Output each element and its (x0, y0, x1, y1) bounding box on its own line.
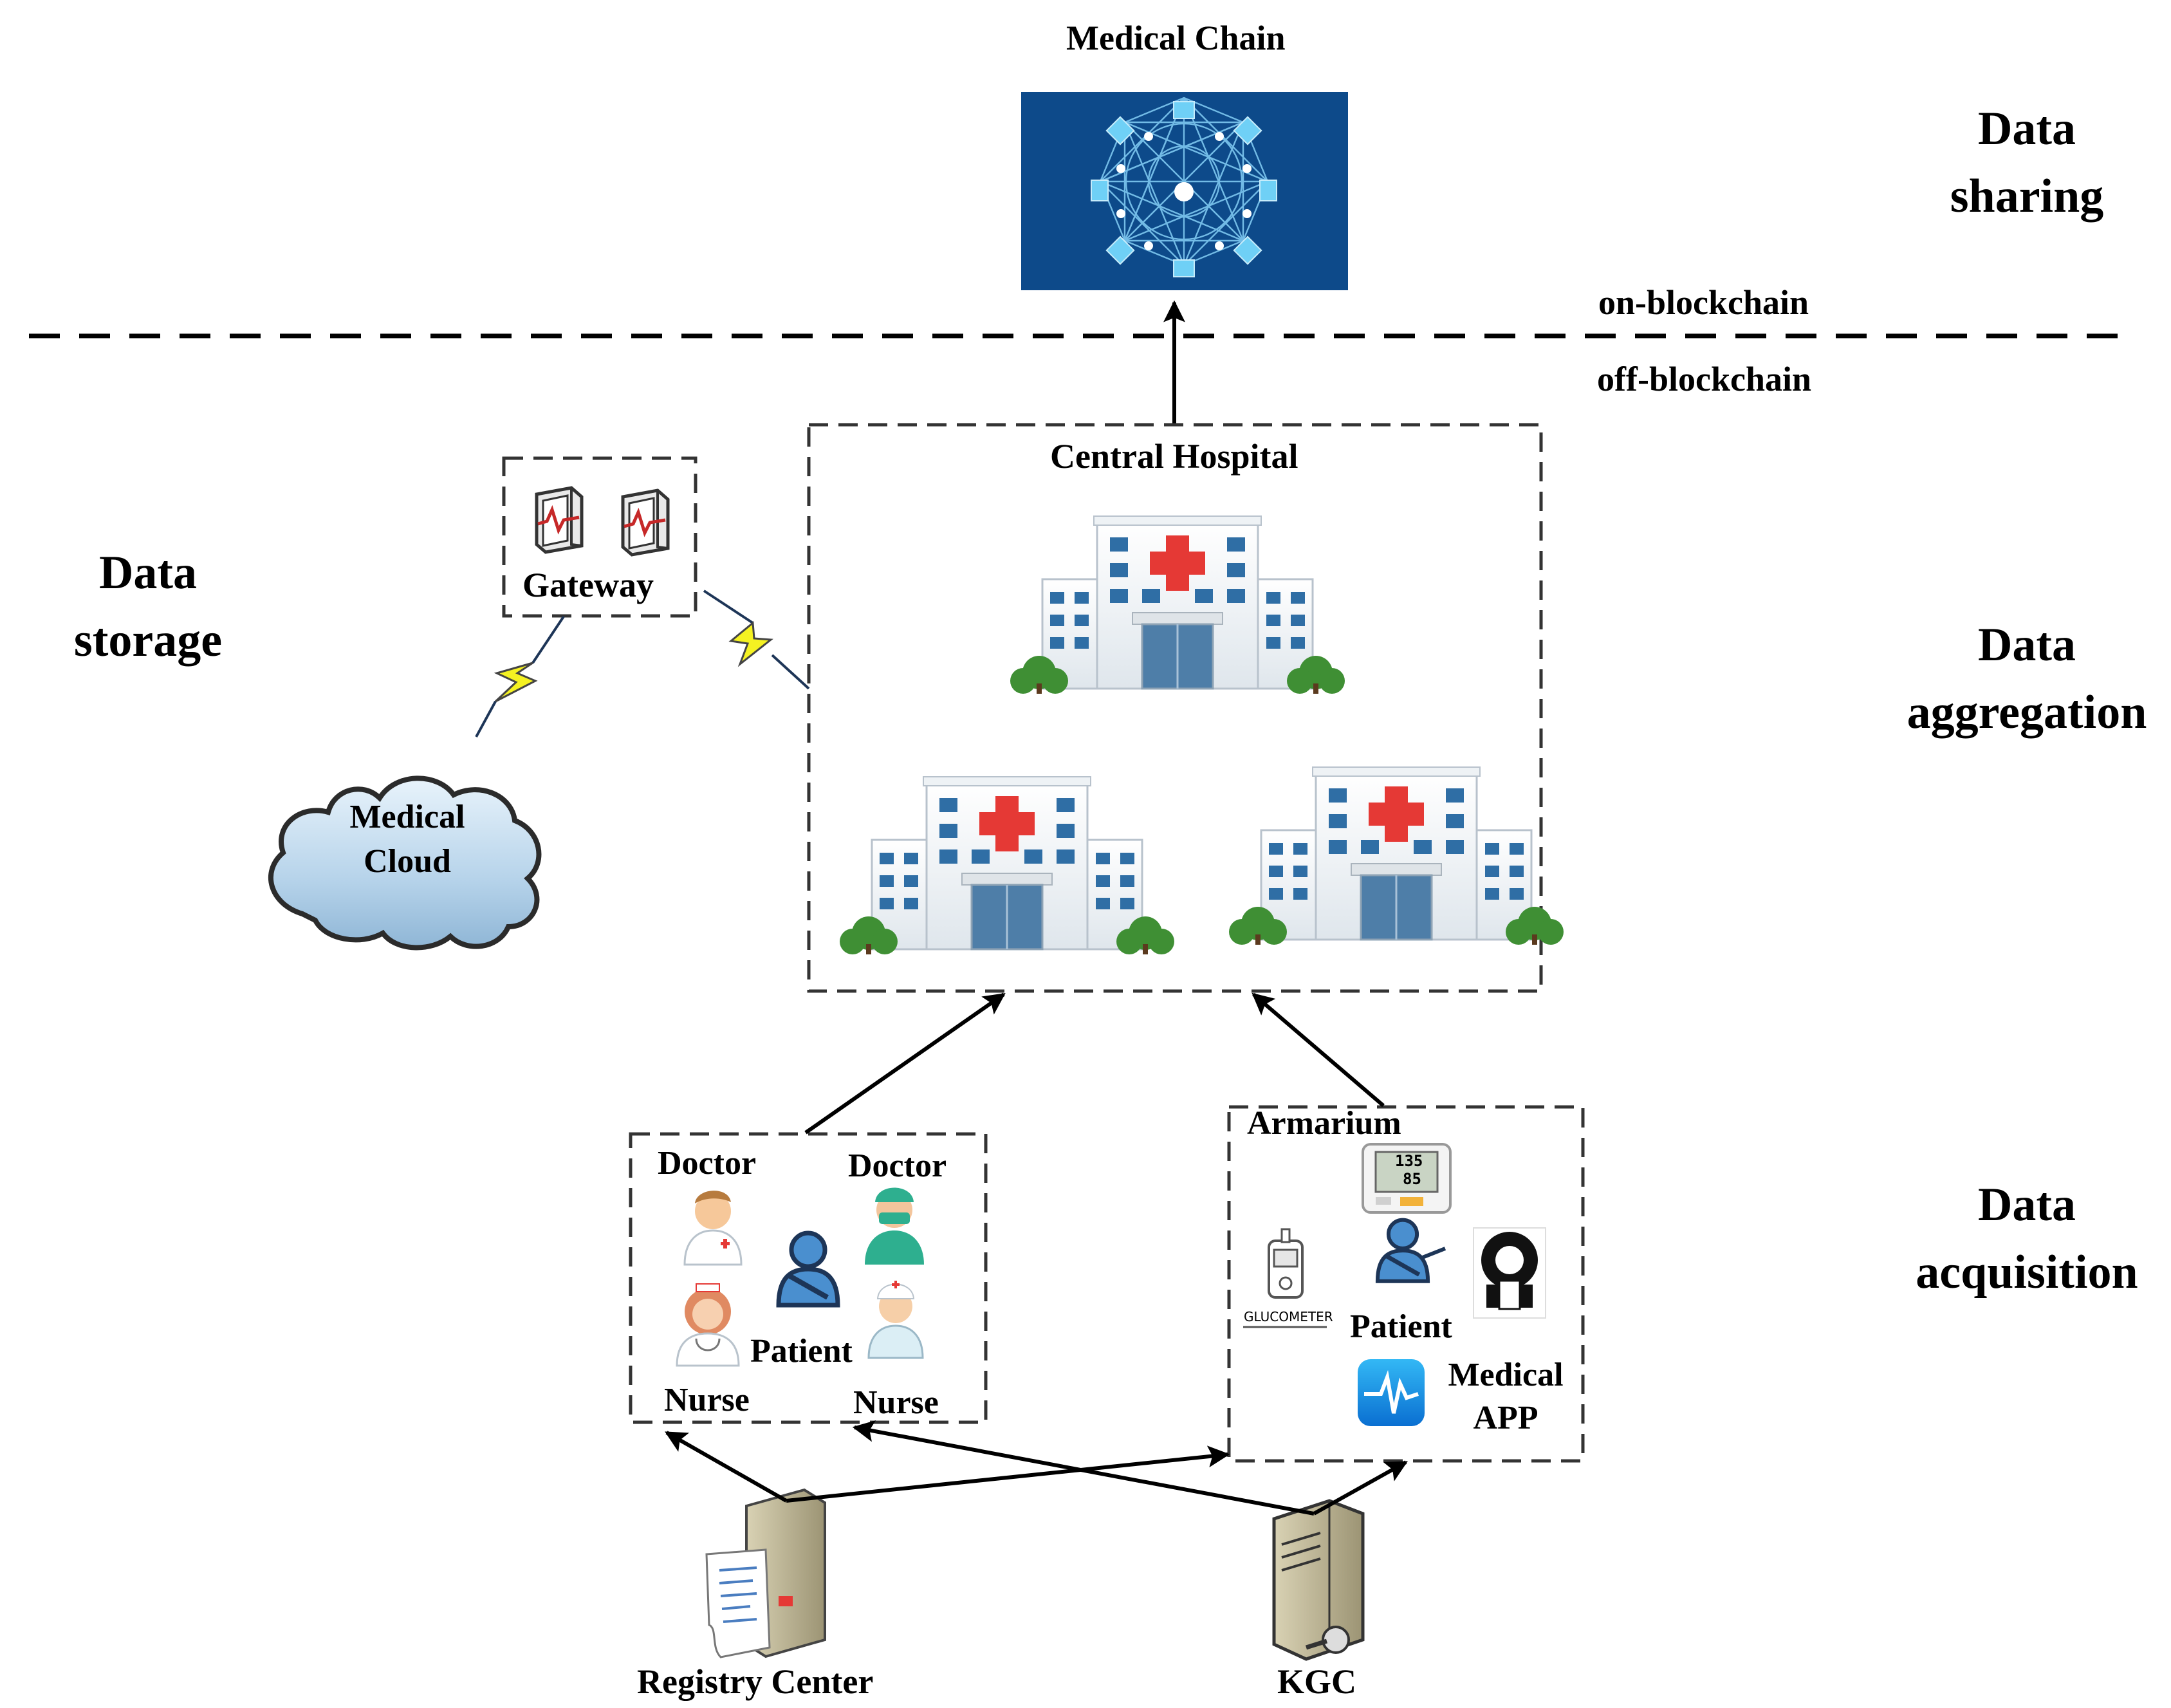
medical-chain-label: Medical Chain (1066, 19, 1286, 57)
doctor-label-1: Doctor (658, 1145, 757, 1182)
medical-chain-panel (1021, 92, 1348, 290)
layer-label-aggregation: Data aggregation (1907, 618, 2147, 739)
kgc-server-icon (1272, 1499, 1365, 1661)
central-hospital-label: Central Hospital (1050, 437, 1298, 476)
registry-center-label: Registry Center (637, 1662, 874, 1701)
glucometer-icon (1243, 1228, 1327, 1328)
nurse-label-2: Nurse (853, 1384, 939, 1421)
kgc-label: KGC (1277, 1662, 1357, 1701)
bp-reading-bottom: 85 (1403, 1170, 1421, 1188)
doctor-avatar-2 (865, 1187, 924, 1265)
layer-label-acquisition: Data acquisition (1916, 1178, 2138, 1299)
layer-label-sharing: Data sharing (1950, 102, 2104, 223)
patient-icon-1 (779, 1233, 838, 1305)
gateway-box (502, 456, 697, 618)
medical-app-label: Medical APP (1448, 1357, 1564, 1436)
arrow-registry-to-staff (665, 1431, 788, 1503)
arrow-kgc-to-armarium (1313, 1460, 1408, 1516)
armarium-label: Armarium (1247, 1105, 1401, 1142)
mri-scanner-icon (1473, 1227, 1546, 1319)
bp-reading-top: 135 (1395, 1152, 1423, 1170)
nurse-label-1: Nurse (664, 1382, 750, 1418)
nurse-avatar-2 (867, 1281, 924, 1359)
gateway-server-icon-1 (537, 488, 582, 552)
gateway-server-icon-2 (623, 490, 668, 555)
arrow-armarium-to-hospital (1252, 992, 1385, 1108)
nurse-avatar-1 (676, 1283, 740, 1367)
cloud-icon (268, 775, 542, 951)
registry-center-server-icon (705, 1488, 826, 1658)
arrow-kgc-to-staff (852, 1420, 1315, 1516)
hospital-icon-top (1009, 515, 1346, 695)
central-hospital-box (807, 423, 1543, 993)
blood-pressure-monitor-icon (1362, 1143, 1452, 1214)
medical-cloud-label: Medical Cloud (349, 799, 465, 880)
lightning-gateway-hospital (703, 589, 810, 690)
patient-label-2: Patient (1350, 1308, 1452, 1345)
staff-box (629, 1132, 988, 1424)
medical-app-icon (1358, 1359, 1425, 1426)
patient-label-1: Patient (750, 1333, 853, 1369)
gateway-label: Gateway (522, 566, 654, 604)
arrow-staff-to-hospital (804, 992, 1006, 1135)
layer-label-storage: Data storage (73, 546, 223, 667)
hospital-icon-right (1228, 766, 1565, 946)
hospital-icon-left (838, 775, 1176, 956)
on-blockchain-label: on-blockchain (1598, 283, 1809, 322)
doctor-label-2: Doctor (848, 1147, 947, 1184)
off-blockchain-label: off-blockchain (1597, 360, 1812, 398)
glucometer-label: GLUCOMETER (1244, 1309, 1333, 1324)
lightning-gateway-cloud (475, 615, 565, 738)
patient-icon-2 (1378, 1220, 1428, 1281)
doctor-avatar-1 (683, 1191, 743, 1266)
arrow-registry-to-armarium (786, 1445, 1230, 1503)
